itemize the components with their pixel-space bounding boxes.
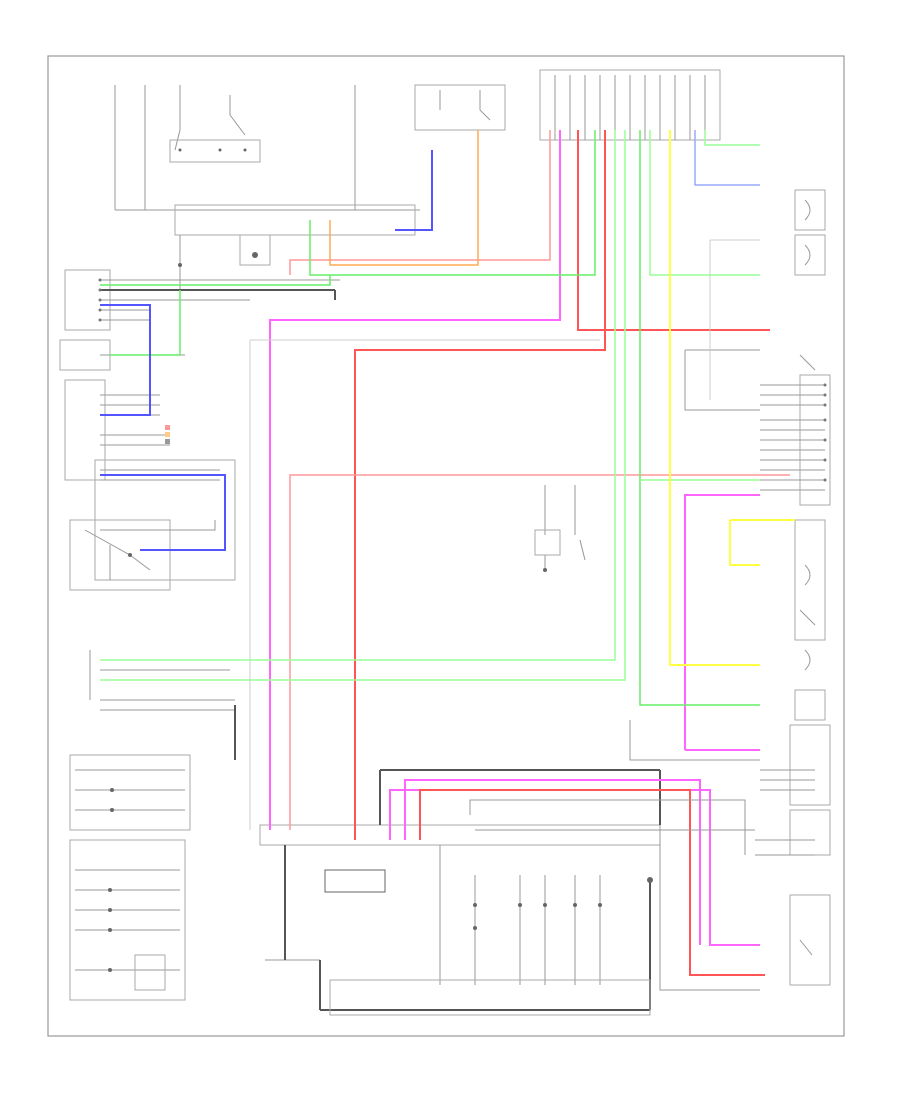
left-control-module [59, 269, 340, 481]
wire-gray-runs [100, 239, 760, 991]
right-components [755, 189, 831, 986]
lower-left-switch-panel [69, 754, 191, 1001]
wire-green-main [100, 130, 760, 706]
wire-pink-main [269, 130, 760, 946]
wire-red-main [289, 130, 790, 976]
wire-blue-main [100, 130, 760, 551]
diagram-frame [47, 55, 845, 1037]
bottom-ecu [259, 769, 661, 1016]
combination-switch [69, 459, 236, 591]
wire-orange-main [329, 130, 479, 266]
top-fuse-section [114, 69, 721, 290]
left-sub-block [89, 650, 236, 760]
center-relay [534, 485, 586, 572]
wire-yellow-main [669, 130, 795, 666]
